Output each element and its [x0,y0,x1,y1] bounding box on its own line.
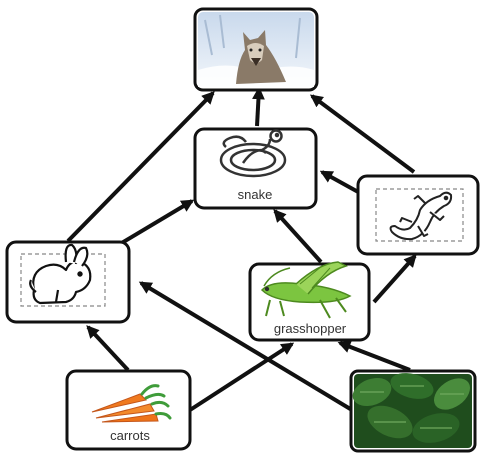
arrow-spinach-to-grasshopper [337,340,411,372]
arrow-spinach-to-rabbit [138,281,354,412]
arrow-grasshopper-to-snake [273,209,323,264]
arrow-carrots-to-rabbit [86,325,130,372]
node-wolf [193,7,319,92]
lizard-icon [389,191,453,241]
rabbit-icon [29,243,92,305]
wolf-photo [198,12,314,87]
carrot-icon [91,384,172,423]
arrow-snake-to-wolf [252,86,265,127]
carrots-label: carrots [110,428,150,443]
node-spinach [349,369,477,453]
arrow-lizard-to-snake [319,170,361,195]
snake-icon [219,129,287,178]
node-carrots: carrots [65,369,192,451]
edges-layer [66,86,417,412]
grasshopper-label: grasshopper [274,321,347,336]
node-snake: snake [193,127,318,210]
snake-label: snake [238,187,273,202]
node-rabbit [5,240,131,324]
arrow-rabbit-to-snake [118,199,195,246]
grasshopper-icon [260,261,352,319]
node-grasshopper: grasshopper [248,261,371,342]
arrow-rabbit-to-wolf [66,91,215,243]
node-lizard [356,174,480,256]
arrow-lizard-to-wolf [309,94,416,174]
arrow-grasshopper-to-lizard [372,254,417,304]
arrow-carrots-to-grasshopper [188,342,295,412]
spinach-photo [352,373,472,448]
